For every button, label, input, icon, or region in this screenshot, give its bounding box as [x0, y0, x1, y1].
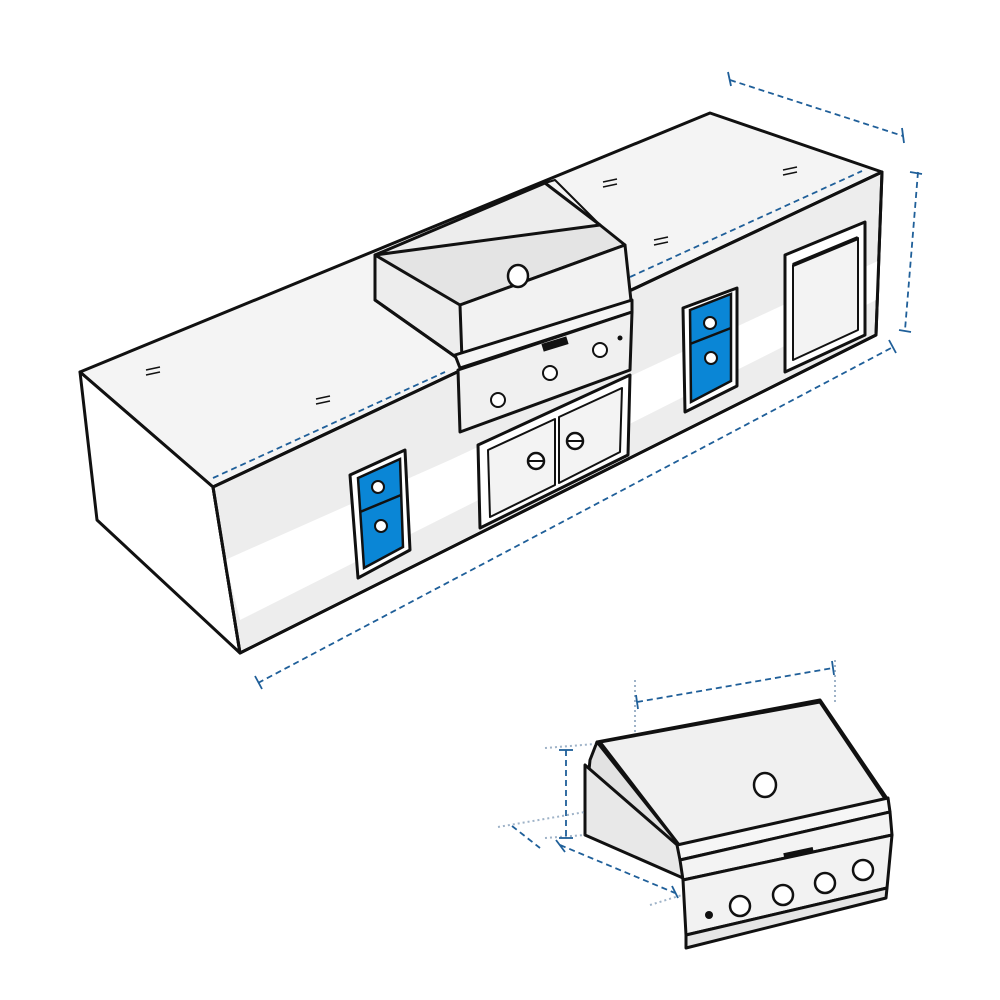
grill-knobs	[490, 335, 623, 408]
access-drawer-right	[681, 286, 739, 414]
grill-knobs	[705, 858, 875, 919]
standalone-grill	[583, 698, 894, 950]
access-drawer-left	[348, 448, 412, 580]
surface-marks	[145, 166, 798, 405]
access-door	[476, 373, 632, 530]
outdoor-kitchen-island	[78, 111, 884, 655]
island-dimensions	[212, 71, 923, 690]
built-in-grill	[373, 181, 634, 434]
refrigerator	[783, 220, 867, 374]
grill-dimensions	[497, 660, 836, 906]
